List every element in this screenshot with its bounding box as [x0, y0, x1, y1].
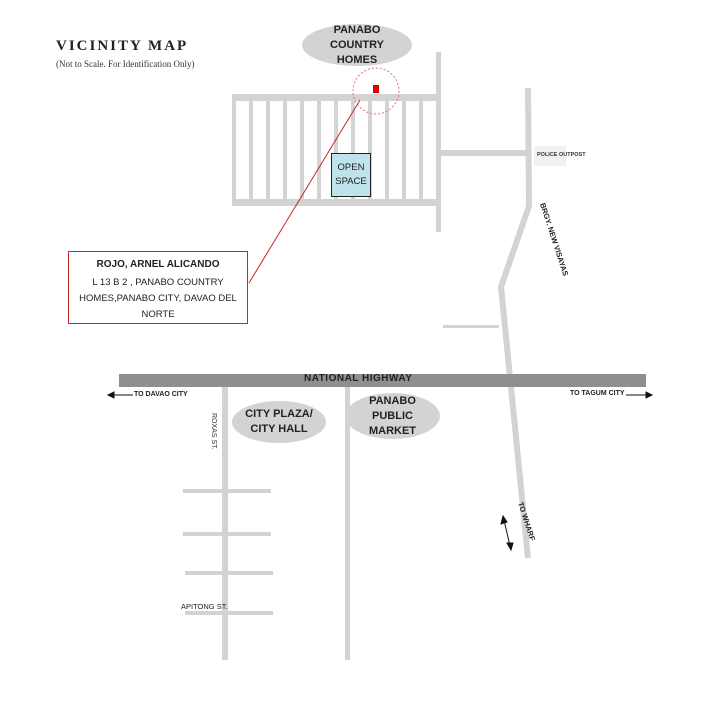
map-subtitle: (Not to Scale. For Identification Only) — [56, 59, 195, 69]
brgy-road-label: BRGY. NEW VISAYAS — [538, 202, 570, 277]
roxas-street — [222, 387, 228, 660]
subdivision-lane — [385, 94, 389, 202]
subdivision-lane — [232, 94, 236, 202]
brgy-new-visayas-road — [498, 87, 532, 559]
arrow-right-icon — [645, 391, 654, 399]
city-plaza-bubble: CITY PLAZA/ CITY HALL — [232, 401, 326, 443]
subdivision-lane — [419, 94, 423, 202]
connector-road — [439, 150, 531, 156]
subdivision-lane — [334, 94, 338, 202]
city-plaza-label: CITY PLAZA/ CITY HALL — [245, 408, 313, 435]
subdivision-streets — [232, 52, 531, 328]
cross-streets — [183, 489, 273, 615]
subdivision-lane — [283, 94, 287, 202]
subdivision-lane — [402, 94, 406, 202]
subdivision-lane — [249, 94, 253, 202]
to-tagum-label: TO TAGUM CITY — [570, 390, 625, 397]
leader-line — [248, 99, 361, 284]
side-road — [443, 325, 499, 328]
national-highway-label: NATIONAL HIGHWAY — [304, 373, 413, 384]
police-outpost-label: POLICE OUTPOST — [537, 152, 586, 158]
to-wharf-arrow — [503, 519, 511, 547]
location-circle — [352, 67, 400, 115]
to-wharf-label: TO WHARF — [516, 501, 537, 542]
subdivision-lane — [368, 94, 372, 202]
open-space-block: OPEN SPACE — [331, 153, 371, 197]
cross-street — [185, 571, 273, 575]
owner-info-box: ROJO, ARNEL ALICANDO L 13 B 2 , PANABO C… — [68, 251, 248, 324]
apitong-street — [185, 611, 273, 615]
subdivision-lane — [266, 94, 270, 202]
open-space-label: OPEN SPACE — [335, 162, 367, 187]
national-highway — [119, 374, 646, 387]
subdivision-lane — [300, 94, 304, 202]
cross-street — [183, 489, 271, 493]
arrow-down-icon — [506, 542, 514, 552]
subdivision-south-street — [232, 199, 439, 206]
public-market-label: PANABO PUBLIC MARKET — [368, 394, 417, 437]
map-title: VICINITY MAP — [56, 38, 189, 54]
subdivision-main-road — [436, 52, 441, 232]
direction-arrows — [106, 391, 654, 552]
lot-marker — [373, 85, 379, 93]
owner-address: L 13 B 2 , PANABO COUNTRY HOMES,PANABO C… — [79, 277, 237, 320]
roxas-street-label: ROXAS ST. — [210, 413, 217, 450]
subdivision-lane — [351, 94, 355, 202]
panabo-country-homes-bubble: PANABO COUNTRY HOMES — [302, 24, 412, 66]
public-market-bubble: PANABO PUBLIC MARKET — [345, 393, 440, 439]
cross-street — [183, 532, 271, 536]
panabo-country-homes-label: PANABO COUNTRY HOMES — [330, 23, 384, 66]
arrow-up-icon — [500, 514, 508, 525]
subdivision-lane — [317, 94, 321, 202]
apitong-street-label: APITONG ST. — [181, 602, 228, 611]
to-davao-label: TO DAVAO CITY — [134, 391, 188, 398]
owner-name: ROJO, ARNEL ALICANDO — [96, 259, 220, 270]
police-outpost: POLICE OUTPOST — [534, 146, 586, 166]
market-road — [345, 387, 350, 660]
arrow-left-icon — [106, 391, 115, 399]
